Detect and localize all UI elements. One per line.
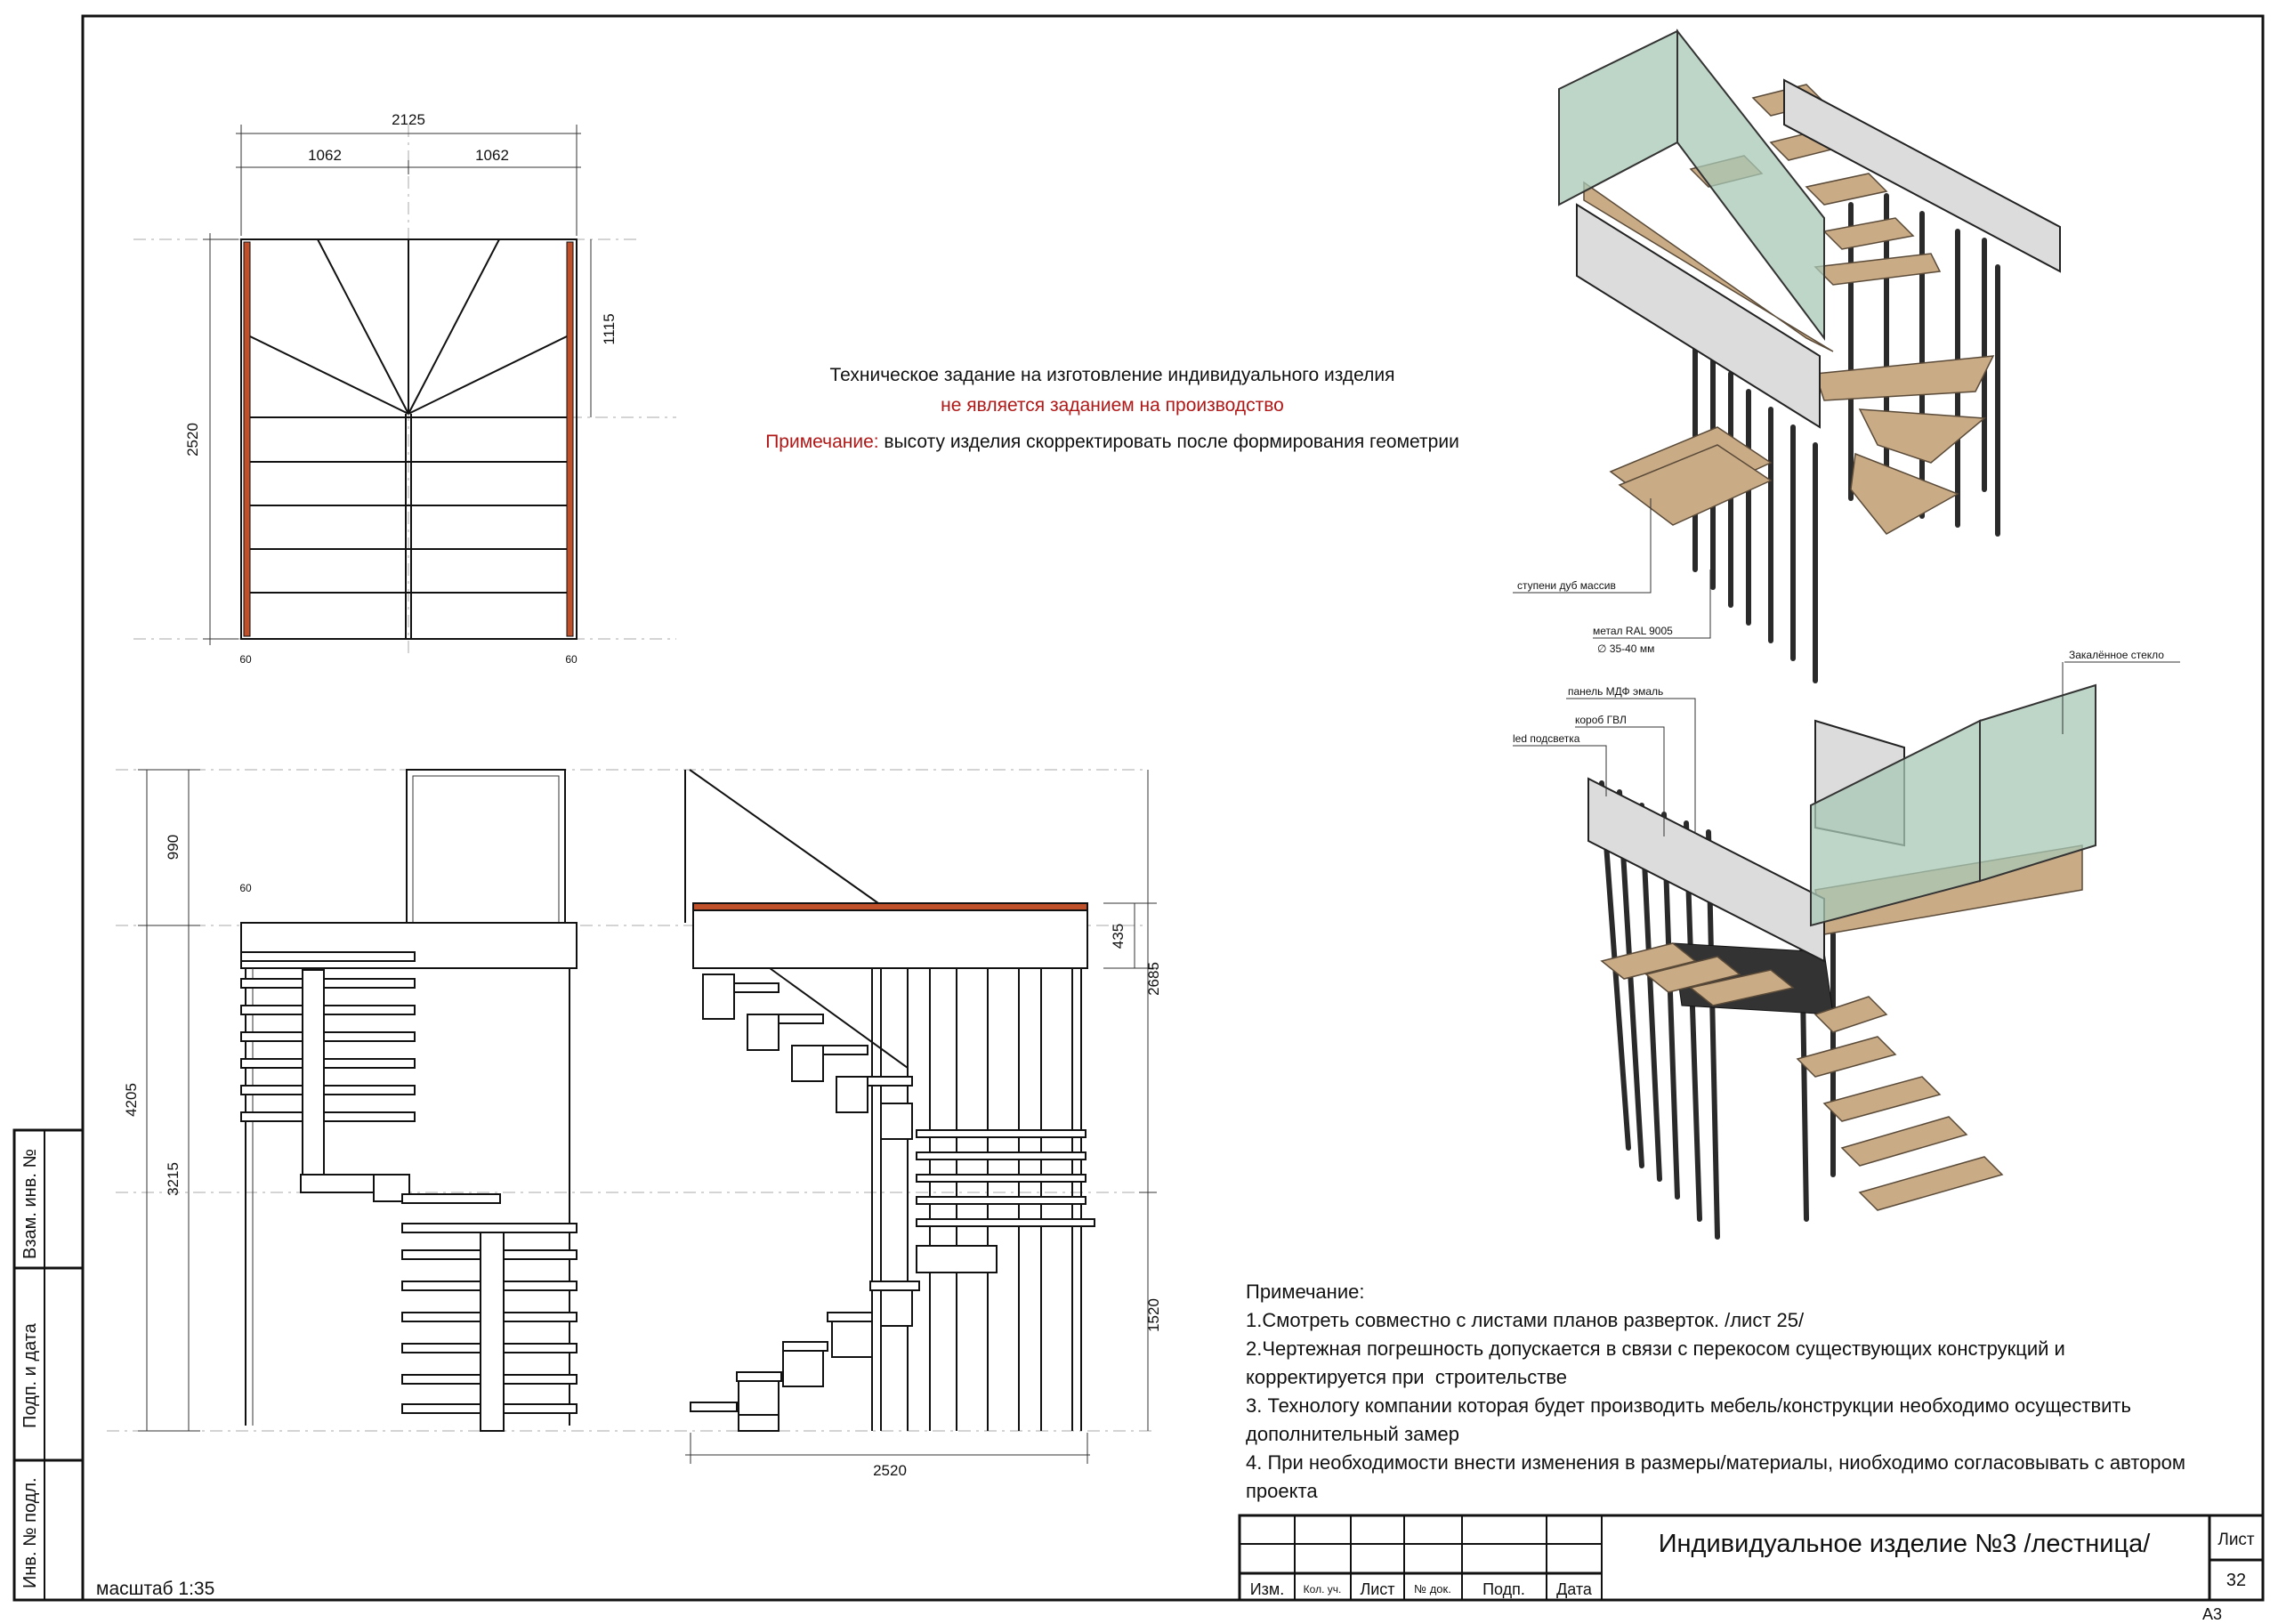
- scale-label: масштаб 1:35: [96, 1579, 214, 1599]
- col-change: Изм.: [1250, 1580, 1285, 1598]
- note-item: 1.Смотреть совместно с листами планов ра…: [1246, 1309, 1805, 1331]
- front-elevation: 990 60 4205 3215: [107, 769, 1157, 1432]
- dim-total-length: 2520: [184, 423, 201, 456]
- col-count: Кол. уч.: [1304, 1583, 1342, 1596]
- spec-note: Примечание: высоту изделия скорректирова…: [676, 432, 1548, 453]
- note-item: 3. Технологу компании которая будет прои…: [1246, 1394, 2131, 1445]
- dim-bottom-height: 1520: [1145, 1298, 1162, 1332]
- stamp-inv-original: Инв. № подл.: [20, 1477, 40, 1588]
- notes-title: Примечание:: [1246, 1281, 1365, 1303]
- side-elevation: 435 2685 1520 2520: [684, 769, 1162, 1479]
- spec-note-text: высоту изделия скорректировать после фор…: [878, 432, 1459, 452]
- dim-upper-height: 2685: [1145, 962, 1162, 996]
- render-bottom-view: [1587, 683, 2096, 1240]
- dim-slab-edge: 60: [239, 882, 252, 894]
- col-signature: Подп.: [1482, 1580, 1525, 1598]
- dim-total-width: 2125: [392, 111, 425, 128]
- render-top-view: [1558, 28, 2061, 683]
- sheet-frame: [81, 14, 2265, 1602]
- spec-title: Техническое задание на изготовление инди…: [829, 365, 1395, 385]
- sheet-label: Лист: [2217, 1531, 2255, 1549]
- dim-winder-depth: 1115: [601, 313, 618, 344]
- dim-elevation-width: 2520: [873, 1462, 907, 1479]
- dim-side-right: 60: [565, 653, 578, 666]
- callout-glass: Закалённое стекло: [2069, 649, 2164, 661]
- material-callouts: ступени дуб массив метал RAL 9005 ∅ 35-4…: [1513, 498, 2180, 836]
- drawing-title: Индивидуальное изделие №3 /лестница/: [1659, 1530, 2152, 1558]
- sheet-number: 32: [2226, 1571, 2246, 1590]
- callout-metal: метал RAL 9005: [1593, 625, 1673, 637]
- dim-half-left: 1062: [308, 147, 342, 164]
- plan-view: 2125 1062 1062 1115 2520 60 60: [133, 111, 676, 666]
- notes-block: Примечание: 1.Смотреть совместно с листа…: [1246, 1278, 2260, 1506]
- col-sheet: Лист: [1360, 1580, 1394, 1598]
- dim-railing-height: 990: [165, 835, 182, 860]
- callout-mdf-panel: панель МДФ эмаль: [1568, 685, 1663, 698]
- spec-disclaimer: не является заданием на производство: [941, 395, 1284, 416]
- col-date: Дата: [1556, 1580, 1593, 1598]
- callout-treads: ступени дуб массив: [1517, 579, 1616, 592]
- dim-half-right: 1062: [475, 147, 509, 164]
- side-stamp: Взам. инв. № Подп. и дата Инв. № подл.: [12, 1128, 85, 1602]
- col-doc-number: № док.: [1414, 1582, 1451, 1596]
- spec-note-label: Примечание:: [765, 432, 879, 452]
- callout-metal-diameter: ∅ 35-40 мм: [1597, 642, 1654, 655]
- title-block: Изм. Кол. уч. Лист № док. Подп. Дата Инд…: [1238, 1514, 2265, 1623]
- stamp-sign-date: Подп. и дата: [20, 1322, 40, 1428]
- dim-total-height: 4205: [123, 1083, 140, 1117]
- dim-slab-thickness: 435: [1110, 924, 1127, 949]
- callout-led: led подсветка: [1513, 732, 1580, 745]
- sheet-format: А3: [2202, 1605, 2222, 1623]
- dim-side-left: 60: [239, 653, 252, 666]
- stamp-replace-inv: Взам. инв. №: [20, 1149, 40, 1259]
- note-item: 2.Чертежная погрешность допускается в св…: [1246, 1337, 2065, 1388]
- note-item: 4. При необходимости внести изменения в …: [1246, 1451, 2185, 1502]
- callout-gvl-box: короб ГВЛ: [1575, 714, 1627, 726]
- dim-lower-height: 3215: [165, 1162, 182, 1196]
